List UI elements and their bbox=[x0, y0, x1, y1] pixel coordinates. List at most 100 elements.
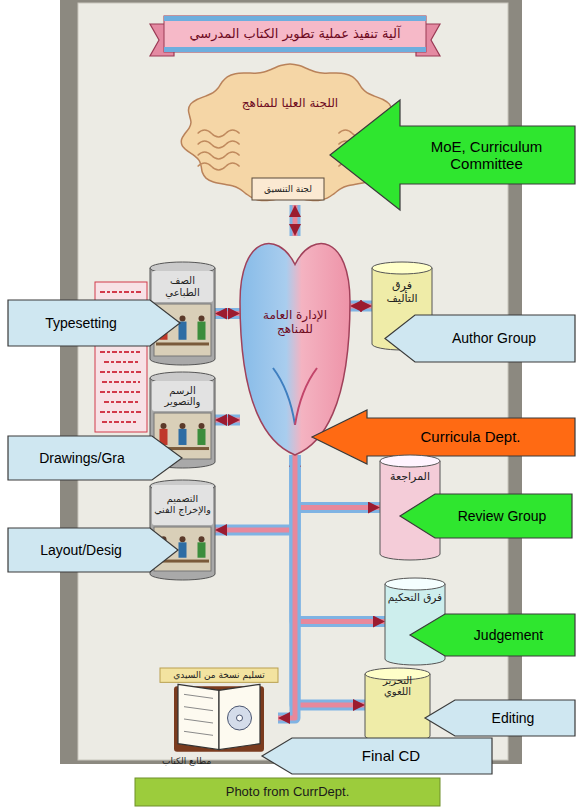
tube-casing bbox=[278, 455, 295, 718]
text-area: Layout/Desig bbox=[16, 532, 146, 568]
text-area: المراجعة bbox=[383, 465, 437, 490]
text-area: Final CD bbox=[298, 741, 484, 771]
tube-line bbox=[295, 455, 385, 622]
arabic-label: لجنة التنسيق bbox=[264, 184, 312, 194]
printing-book-outline-part bbox=[184, 731, 213, 735]
office-cylinder-outline-part bbox=[179, 429, 187, 445]
printing-book-outline-part bbox=[184, 719, 213, 723]
callout-label: Typesetting bbox=[45, 315, 117, 331]
callout-label: Judgement bbox=[474, 627, 543, 643]
callout-label: Final CD bbox=[362, 747, 420, 764]
callout-label: Drawings/Gra bbox=[39, 450, 125, 466]
tube-line bbox=[215, 455, 295, 530]
text-area: MoE, Curriculum Committee bbox=[406, 126, 567, 184]
printing-book-outline-part bbox=[160, 668, 278, 682]
department-heart-outline-part bbox=[240, 243, 350, 455]
office-cylinder-outline-part bbox=[365, 674, 430, 742]
callout-arrow-outline-part bbox=[425, 700, 575, 736]
text-area: Author Group bbox=[421, 319, 567, 358]
office-cylinder-outline-part bbox=[179, 542, 187, 557]
callout-arrow: Editing bbox=[425, 700, 575, 736]
office-cylinder-outline-part bbox=[152, 271, 213, 302]
callout-arrow-outline-part bbox=[8, 436, 182, 480]
office-cylinder-outline-part bbox=[152, 485, 213, 525]
caption-box-outline-part bbox=[135, 778, 440, 806]
office-cylinder-outline-part bbox=[199, 536, 205, 542]
tube-line bbox=[215, 418, 240, 423]
text-area: تسليم نسخة من السيدي مطابع الكتاب bbox=[162, 670, 276, 766]
callout-arrow: Judgement bbox=[410, 614, 575, 656]
text-area: Drawings/Gra bbox=[16, 440, 148, 476]
callout-label: Layout/Desig bbox=[40, 542, 122, 558]
committee-brain-outline-part bbox=[198, 130, 240, 137]
committee-brain-outline-part bbox=[198, 163, 240, 170]
callout-arrow-outline-part bbox=[385, 315, 575, 362]
tube-line bbox=[350, 304, 372, 309]
callout-arrow: MoE, Curriculum Committee bbox=[330, 100, 575, 210]
callout-arrow-outline-part bbox=[410, 614, 575, 656]
text-area: آلية تنفيذ عملية تطوير الكتاب المدرسي bbox=[180, 23, 410, 45]
tube-line bbox=[278, 455, 295, 718]
text-area: الصف الطباعي bbox=[153, 274, 212, 299]
tube-casing bbox=[295, 455, 365, 705]
department-heart-outline bbox=[240, 236, 350, 455]
text-area: Judgement bbox=[450, 618, 567, 652]
office-cylinder-outline-part bbox=[180, 316, 186, 322]
text-area: فرق التأليف bbox=[375, 276, 429, 310]
coordination-box-outline-part bbox=[252, 178, 324, 200]
caption-text: Photo from CurrDept. bbox=[226, 785, 350, 800]
office-cylinder-outline-part bbox=[199, 423, 205, 429]
tube-line bbox=[295, 455, 365, 705]
text-area: التحرير اللغوي bbox=[368, 674, 427, 698]
office-cylinder-outline-part bbox=[380, 455, 440, 467]
text-area: الإدارة العامة للمناهج bbox=[254, 286, 336, 360]
tube-casing bbox=[215, 308, 240, 319]
callout-arrow-outline-part bbox=[330, 100, 575, 210]
office-cylinder-outline-part bbox=[199, 316, 205, 322]
callout-arrow-outline-part bbox=[8, 528, 178, 572]
arabic-label: تسليم نسخة من السيدي bbox=[173, 670, 264, 680]
printing-book-outline-part bbox=[228, 706, 252, 730]
tube-connector bbox=[350, 306, 372, 307]
callout-arrow-outline-part bbox=[312, 410, 575, 464]
arabic-label: فرق التأليف bbox=[375, 280, 429, 305]
arabic-label: التصميم والإخراج الفني bbox=[152, 494, 213, 516]
tube-connector bbox=[215, 455, 295, 530]
callout-arrow: Drawings/Gra bbox=[8, 436, 182, 480]
arabic-label: التحرير اللغوي bbox=[368, 675, 427, 698]
arabic-label: فرق التحكيم bbox=[388, 591, 442, 603]
committee-brain-outline-part bbox=[198, 152, 240, 159]
printing-book-outline-part bbox=[184, 707, 213, 711]
office-cylinder-outline-part bbox=[179, 322, 187, 340]
tube-connector bbox=[278, 455, 295, 718]
callout-label: Author Group bbox=[452, 330, 536, 346]
printing-book-outline bbox=[160, 668, 278, 768]
department-heart-outline-part bbox=[295, 368, 317, 425]
text-area: Review Group bbox=[440, 498, 564, 534]
title-banner-outline-part bbox=[164, 47, 426, 52]
printing-book-outline-part bbox=[219, 684, 260, 749]
tube-connector bbox=[215, 420, 240, 421]
tube-casing bbox=[350, 301, 372, 312]
arabic-label: الرسم والتصوير bbox=[153, 385, 212, 408]
tube-casing bbox=[295, 455, 385, 622]
callout-arrow: Typesetting bbox=[8, 300, 180, 346]
office-cylinder-outline-part bbox=[156, 342, 209, 345]
tube-connector bbox=[215, 313, 240, 314]
office-cylinder-outline-part bbox=[161, 423, 167, 429]
tube-line bbox=[215, 311, 240, 316]
callout-arrow: Review Group bbox=[400, 494, 572, 538]
text-area: التصميم والإخراج الفني bbox=[152, 488, 213, 522]
arabic-label: الصف الطباعي bbox=[153, 275, 212, 298]
tube-connector bbox=[295, 455, 385, 622]
tube-connector bbox=[295, 455, 365, 705]
printing-book-outline-part bbox=[184, 694, 213, 698]
arabic-label: مطابع الكتاب bbox=[162, 756, 211, 766]
committee-brain-outline-part bbox=[198, 141, 240, 148]
title-banner-outline-part bbox=[164, 16, 426, 21]
callout-label: Editing bbox=[492, 710, 535, 726]
callout-label: Review Group bbox=[458, 508, 547, 524]
text-area: Curricula Dept. bbox=[374, 418, 567, 456]
